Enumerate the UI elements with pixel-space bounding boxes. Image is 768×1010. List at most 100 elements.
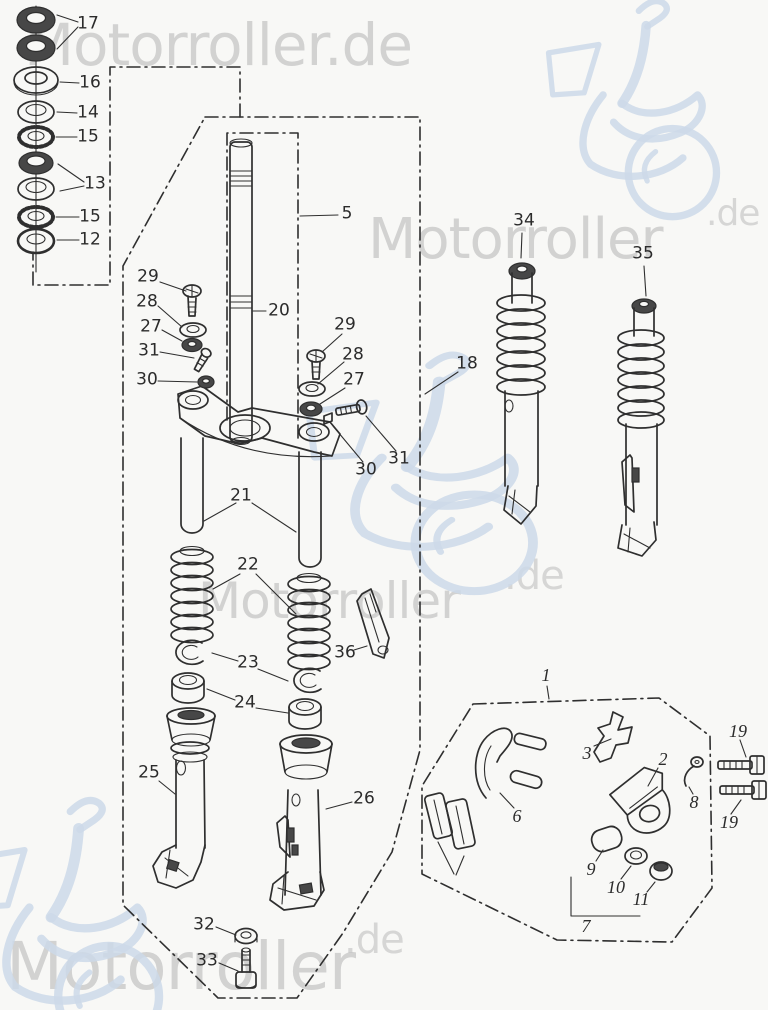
- part-label-1: 1: [541, 665, 551, 685]
- part-label-10: 10: [607, 877, 625, 897]
- spacer-30-right: [323, 412, 333, 425]
- drain-bolt-33: [235, 947, 257, 989]
- part-label-17: 17: [77, 13, 99, 34]
- screw-29-left: [182, 284, 202, 317]
- pad-spring-3: [593, 711, 633, 763]
- part-label-14: 14: [77, 102, 99, 123]
- fork-tube-left: [180, 437, 204, 534]
- brake-pads-4: [423, 792, 476, 876]
- watermark-bottom-de: .de: [344, 917, 405, 963]
- steering-stem: [229, 138, 253, 446]
- fork-spring-right: [287, 572, 331, 671]
- caliper-bracket-6: [474, 727, 547, 799]
- nut-32: [234, 927, 258, 945]
- fork-slider-25: [152, 741, 210, 889]
- part-label-26: 26: [353, 788, 375, 809]
- nut-27-left: [181, 337, 203, 353]
- bolt-31-left: [193, 347, 212, 373]
- spring-seat-23-left: [175, 639, 204, 666]
- part-label-2: 2: [658, 749, 668, 769]
- spring-seat-23-right: [293, 667, 322, 694]
- part-label-3: 3: [582, 743, 592, 763]
- watermark-upper-right-de: .de: [706, 193, 760, 234]
- bolt-31-right: [334, 399, 368, 416]
- part-label-15b: 15: [79, 206, 101, 227]
- part-label-24: 24: [234, 692, 256, 713]
- mount-bolt-19-bottom: [719, 780, 767, 800]
- part-label-31l: 31: [138, 340, 160, 361]
- fork-group-boundary: [122, 116, 421, 999]
- nut-30-left: [197, 375, 215, 389]
- caliper-group-boundary: [421, 697, 713, 943]
- nut-27-right: [299, 401, 323, 417]
- part-label-16: 16: [79, 72, 101, 93]
- washer-28-right: [298, 381, 326, 397]
- part-label-8: 8: [689, 792, 699, 812]
- part-label-29l: 29: [137, 266, 159, 287]
- ball-bearing-15-lower: [17, 205, 55, 229]
- part-label-6: 6: [512, 806, 522, 826]
- bushing-24-right: [288, 698, 322, 730]
- screw-29-right: [306, 349, 326, 380]
- part-label-22: 22: [237, 554, 259, 575]
- caliper-piston-9: [590, 825, 623, 853]
- mount-bolt-19-top: [717, 755, 765, 775]
- bearing-cover-17: [16, 6, 56, 62]
- race-13-upper: [18, 151, 54, 175]
- part-label-7: 7: [581, 916, 591, 936]
- part-label-27l: 27: [140, 316, 162, 337]
- race-13-lower: [17, 177, 55, 201]
- part-label-9: 9: [586, 859, 596, 879]
- ball-bearing-15-upper: [17, 125, 55, 149]
- piston-seal-10: [624, 847, 648, 865]
- part-label-21: 21: [230, 485, 252, 506]
- dust-cap-11: [649, 861, 673, 881]
- part-label-31r: 31: [388, 448, 410, 469]
- dust-seal-12: [16, 227, 56, 255]
- part-label-25: 25: [138, 762, 160, 783]
- dust-cap-right: [279, 734, 333, 780]
- part-label-36: 36: [334, 642, 356, 663]
- fork-slider-26: [269, 789, 325, 911]
- brake-arm-36: [356, 588, 390, 659]
- part-label-13: 13: [84, 173, 106, 194]
- race-14: [17, 100, 55, 124]
- watermark-top: Motorroller.de: [24, 11, 413, 79]
- watermark-upper-right: Motorroller: [368, 207, 663, 272]
- part-label-28r: 28: [342, 344, 364, 365]
- part-label-34: 34: [513, 210, 535, 231]
- part-label-29r: 29: [334, 314, 356, 335]
- dust-cap-left: [166, 707, 216, 747]
- washer-28-left: [179, 322, 207, 338]
- part-label-19a: 19: [729, 721, 747, 741]
- part-label-32: 32: [193, 914, 215, 935]
- part-label-23: 23: [237, 652, 259, 673]
- part-label-11: 11: [632, 889, 650, 909]
- brake-caliper-2: [609, 766, 671, 834]
- shock-absorber-34: [496, 232, 546, 525]
- part-label-28l: 28: [136, 291, 158, 312]
- seal-kit-7-bracket: [570, 876, 641, 917]
- part-label-18: 18: [456, 353, 478, 374]
- lower-triple-clamp: [177, 385, 341, 458]
- part-label-33: 33: [196, 950, 218, 971]
- part-label-19b: 19: [720, 812, 738, 832]
- part-label-27r: 27: [343, 369, 365, 390]
- part-label-30r: 30: [355, 459, 377, 480]
- part-label-12: 12: [79, 229, 101, 250]
- steering-stem-boundary: [226, 132, 299, 444]
- part-label-30l: 30: [136, 369, 158, 390]
- clip-8: [683, 756, 704, 787]
- fork-spring-left: [170, 545, 214, 644]
- shock-absorber-35: [617, 265, 665, 557]
- part-label-15a: 15: [77, 126, 99, 147]
- washer-16: [13, 66, 59, 96]
- part-label-20: 20: [268, 300, 290, 321]
- part-label-35: 35: [632, 243, 654, 264]
- bearing-stack-boundary: [32, 66, 241, 286]
- part-label-5: 5: [341, 203, 353, 224]
- bushing-24-left: [171, 672, 205, 704]
